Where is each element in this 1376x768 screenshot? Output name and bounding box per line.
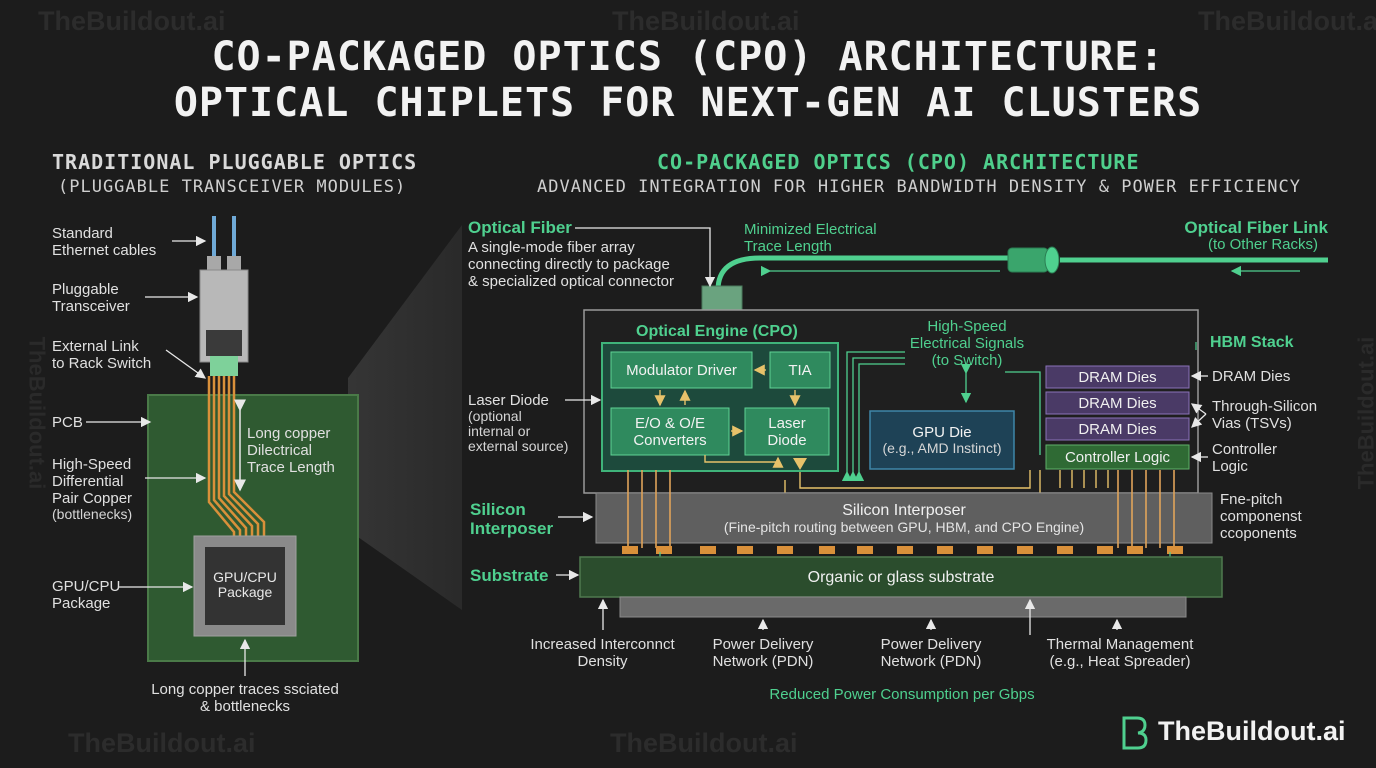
label-thermal-management: Thermal Management(e.g., Heat Spreader) — [1046, 636, 1194, 670]
controller-logic-label: Controller Logic — [1064, 448, 1171, 466]
solder-bumps — [622, 546, 1183, 554]
optical-engine-title: Optical Engine (CPO) — [636, 323, 798, 340]
transceiver-connector — [210, 356, 238, 376]
silicon-interposer — [595, 492, 1213, 544]
fiber-link-title: Optical Fiber Link — [1184, 218, 1328, 237]
gpu-die-label: GPU Die(e.g., AMD Instinct) — [882, 424, 1002, 456]
watermark: TheBuildout.ai — [68, 728, 256, 758]
dram-die — [1045, 365, 1190, 389]
page-title-line2: OPTICAL CHIPLETS FOR NEXT-GEN AI CLUSTER… — [173, 80, 1203, 126]
page-title-line1: CO-PACKAGED OPTICS (CPO) ARCHITECTURE: — [211, 34, 1165, 80]
modulator-driver-box — [610, 351, 753, 389]
label-substrate: Substrate — [470, 566, 549, 585]
controller-logic-box — [1045, 444, 1190, 470]
label-long-copper-traces: Long copper traces ssciated& bottlenecks — [151, 681, 339, 715]
right-heading: CO-PACKAGED OPTICS (CPO) ARCHITECTURE — [657, 150, 1140, 174]
eo-oe-box — [610, 407, 730, 456]
interposer-label: Silicon Interposer (Fine-pitch routing b… — [723, 502, 1085, 535]
optical-connector — [701, 285, 743, 311]
dram-die — [1045, 391, 1190, 415]
watermark: TheBuildout.ai — [38, 6, 226, 36]
zoom-projection — [348, 225, 462, 610]
label-dram-dies: DRAM Dies — [1212, 368, 1291, 385]
brand-name: TheBuildout.ai — [1158, 716, 1346, 746]
cable-plug — [207, 256, 221, 270]
tsv-lines — [627, 470, 1175, 548]
optical-fiber-cable — [715, 255, 1010, 291]
dram-die-label: DRAM Dies — [1078, 394, 1157, 412]
dram-die — [1045, 417, 1190, 441]
label-pcb: PCB — [52, 414, 83, 431]
laser-diode-box — [744, 407, 830, 456]
dram-die-label: DRAM Dies — [1078, 420, 1157, 438]
dram-die-label: DRAM Dies — [1078, 368, 1157, 386]
heat-spreader — [619, 596, 1187, 618]
left-heading: TRADITIONAL PLUGGABLE OPTICS — [52, 150, 418, 174]
hbm-stack-title: HBM Stack — [1210, 334, 1294, 351]
tia-label: TIA — [788, 361, 812, 379]
brand-logo-icon — [1122, 716, 1148, 750]
watermark: TheBuildout.ai — [612, 6, 800, 36]
gpu-die — [869, 410, 1015, 470]
left-subheading: (PLUGGABLE TRANSCEIVER MODULES) — [58, 177, 407, 197]
optical-fiber-title: Optical Fiber — [468, 218, 572, 237]
substrate — [579, 556, 1223, 598]
tia-box — [769, 351, 831, 389]
fiber-coupler — [1007, 247, 1049, 273]
right-subheading: ADVANCED INTEGRATION FOR HIGHER BANDWIDT… — [537, 177, 1301, 197]
watermark: TheBuildout.ai — [1198, 6, 1376, 36]
modulator-driver-label: Modulator Driver — [626, 361, 737, 379]
reduced-power-label: Reduced Power Consumption per Gbps — [769, 686, 1035, 703]
fiber-link-sub: (to Other Racks) — [1207, 236, 1318, 253]
substrate-label: Organic or glass substrate — [807, 568, 995, 586]
cable-plug — [227, 256, 241, 270]
watermark: TheBuildout.ai — [610, 728, 798, 758]
